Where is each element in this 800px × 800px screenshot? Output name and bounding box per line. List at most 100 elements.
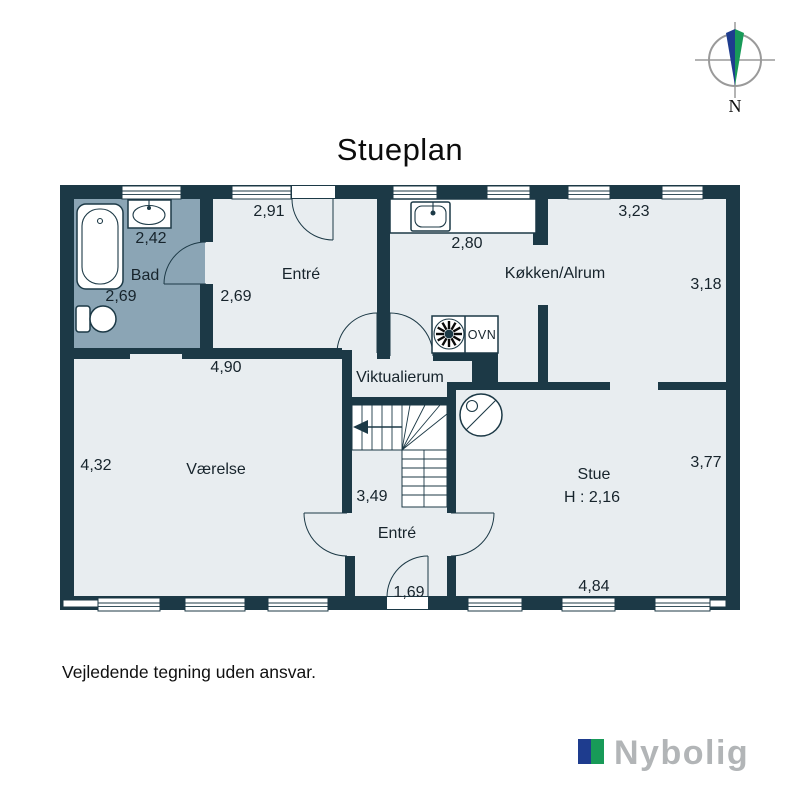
drawing-primitive [147,206,151,210]
oven-unit [431,315,499,354]
window [231,185,292,200]
drawing-primitive [441,337,448,346]
drawing-primitive [76,203,124,290]
drawing-primitive [353,420,368,434]
wall-segment [538,305,548,382]
bathroom-sink [127,199,172,229]
stair-lower-flight [401,449,448,508]
window [121,185,182,200]
label-dim-vaerelse-left: 4,32 [80,457,112,474]
stair-treads [402,450,447,507]
extractor-fan-icon [433,318,465,350]
wall-segment [345,556,355,596]
label-dim-bad-height: 2,69 [105,288,137,305]
front-doorway-bottom [387,597,428,609]
drawing-primitive [444,329,454,339]
logo-square-green [591,739,604,764]
label-dim-kitchen-counter: 2,80 [451,235,483,252]
bathtub [76,203,124,290]
window [561,597,616,612]
logo-square-blue [578,739,591,764]
window-sill [709,599,727,608]
wall-segment [433,350,498,361]
toilet [75,305,117,333]
drawing-primitive [465,399,479,413]
label-dim-stue-right: 3,77 [690,454,722,471]
window [486,185,531,200]
window [392,185,438,200]
drawing-primitive [452,335,461,342]
compass-needle-west [726,29,735,86]
kitchen-counter [389,198,537,234]
door-stue [450,512,495,557]
drawing-primitive [452,326,461,333]
wood-stove [459,393,503,437]
brand-logo: Nybolig [578,734,749,772]
door-vaerelse [303,512,348,557]
door-entre-top-exterior [291,198,334,241]
window [567,185,611,200]
door-entre-top-hall [336,312,378,354]
wall-segment [447,382,610,390]
drawing-primitive [386,555,429,598]
drawing-primitive [81,208,119,285]
drawing-primitive [465,399,497,431]
drawing-primitive [336,312,378,354]
stair-direction-arrow [353,420,402,434]
drawing-primitive [291,198,334,241]
label-room-entre-top: Entré [281,266,321,283]
drawing-primitive [163,241,207,285]
bathroom-fixtures [75,199,172,333]
staircase [351,404,448,508]
label-oven: OVN [467,327,497,342]
drawing-primitive [437,335,446,342]
window [654,597,711,612]
window [467,597,523,612]
wall-segment [352,397,456,405]
door-bad [163,241,207,285]
wall-segment [658,382,726,390]
label-room-entre-bottom: Entré [377,525,417,542]
doors [163,198,495,598]
label-room-bad: Bad [130,267,160,284]
label-dim-stue-ceiling: H : 2,16 [563,489,621,506]
drawing-primitive [410,201,451,232]
wall-segment [447,556,456,596]
label-dim-bad-width: 2,42 [135,230,167,247]
drawing-primitive [430,210,436,216]
label-room-stue: Stue [577,466,611,483]
wall-segment [130,348,182,354]
window [661,185,704,200]
wall-segment [342,350,352,513]
drawing-primitive [75,305,91,333]
drawing-primitive [450,512,495,557]
label-room-viktualierum: Viktualierum [356,369,444,386]
label-dim-front-door: 1,69 [393,584,425,601]
stair-winders [401,404,448,451]
disclaimer-text: Vejledende tegning uden ansvar. [62,662,316,682]
label-room-kitchen: Køkken/Alrum [504,265,606,282]
compass: N [695,22,775,116]
drawing-primitive [89,305,117,333]
front-doorway-top [292,186,335,198]
wall-segment [472,352,498,385]
compass-needle-east [735,29,744,86]
wall-segment [182,348,342,359]
windows [62,185,727,612]
label-dim-kitchen-top: 3,23 [618,203,650,220]
drawing-primitive [303,512,348,557]
kitchen-fixtures [389,198,537,354]
label-dim-vaerelse-top: 4,90 [210,359,242,376]
drawing-primitive [441,322,448,331]
wall-outer-left [60,185,74,610]
drawing-primitive [414,205,447,228]
label-dim-entre-top-height: 2,69 [220,288,252,305]
wall-segment [377,199,390,359]
wall-segment [74,348,130,359]
wall-outer-right [726,185,740,610]
brand-name: Nybolig [614,734,749,772]
label-dim-stue-bottom: 4,84 [578,578,610,595]
wall-segment [200,199,213,242]
